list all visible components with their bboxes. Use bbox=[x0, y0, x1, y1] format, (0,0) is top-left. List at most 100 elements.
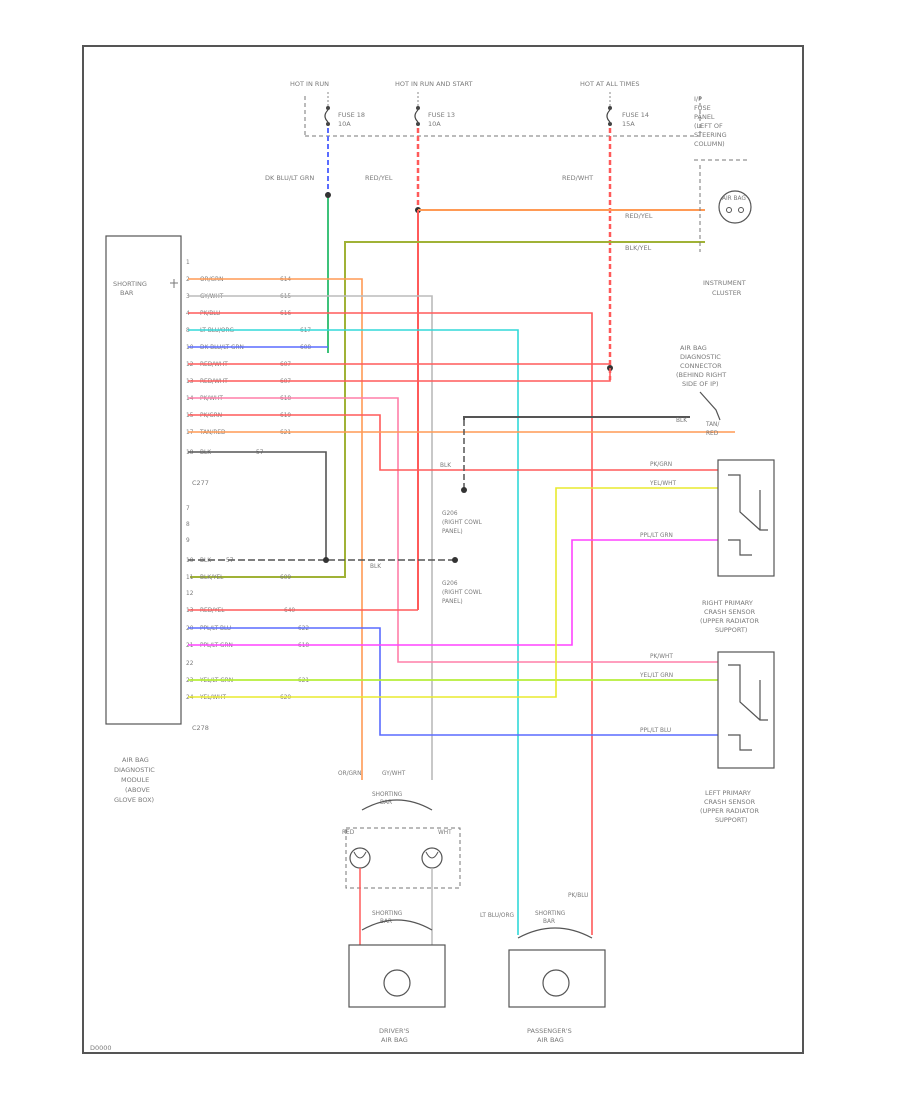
cluster-label-2: CLUSTER bbox=[712, 289, 742, 297]
hot-in-run-label: HOT IN RUN bbox=[290, 80, 329, 88]
svg-text:PPL/LT GRN: PPL/LT GRN bbox=[200, 643, 233, 649]
connector-label-4: (BEHIND RIGHT bbox=[676, 371, 726, 379]
pin2-row-8: 20 PPL/LT BLU 622 bbox=[186, 626, 718, 736]
connector-c277-label: C277 bbox=[192, 479, 209, 487]
svg-text:LT BLU/ORG: LT BLU/ORG bbox=[480, 913, 515, 919]
svg-text:PK/GRN: PK/GRN bbox=[200, 413, 222, 419]
svg-text:BAR: BAR bbox=[380, 919, 392, 925]
module-shorting-bar-icon bbox=[170, 279, 178, 288]
svg-text:22: 22 bbox=[186, 661, 194, 667]
svg-text:619: 619 bbox=[280, 413, 291, 419]
svg-text:PK/BLU: PK/BLU bbox=[200, 311, 220, 317]
pin-row-3: 3 GY/WHT 615 bbox=[186, 294, 433, 780]
ground-1-label-1: G206 bbox=[442, 511, 458, 517]
connector-wire-tan: TAN/ bbox=[705, 422, 719, 428]
clockspring: OR/GRN GY/WHT SHORTING BAR RED WHT bbox=[338, 771, 461, 945]
pin2-row-3: 9 bbox=[186, 538, 190, 544]
svg-text:GY/WHT: GY/WHT bbox=[382, 771, 406, 777]
svg-text:RED: RED bbox=[342, 830, 355, 836]
svg-text:YEL/LT GRN: YEL/LT GRN bbox=[199, 678, 233, 684]
svg-text:YEL/LT GRN: YEL/LT GRN bbox=[639, 673, 673, 679]
wire-label-red-yel-top: RED/YEL bbox=[365, 174, 393, 182]
svg-text:GY/WHT: GY/WHT bbox=[200, 294, 224, 300]
wire-label-red-yel-cluster: RED/YEL bbox=[625, 212, 653, 220]
svg-text:AIR BAG: AIR BAG bbox=[537, 1036, 564, 1044]
svg-text:3: 3 bbox=[186, 294, 190, 300]
pin-row-8: 13 RED/WHT 607 bbox=[186, 368, 611, 385]
svg-text:57: 57 bbox=[226, 558, 234, 564]
svg-text:2: 2 bbox=[186, 277, 190, 283]
left-crash-sensor: PK/WHT YEL/LT GRN PPL/LT BLU LEFT PRIMAR… bbox=[639, 651, 775, 824]
fuse13-icon bbox=[414, 106, 420, 126]
connector-label-3: CONNECTOR bbox=[680, 362, 722, 370]
svg-text:12: 12 bbox=[186, 591, 194, 597]
right-crash-sensor: PK/GRN YEL/WHT PPL/LT GRN RIGHT PRIMARY … bbox=[640, 459, 775, 634]
pin2-row-5: 11 BLK/YEL 609 bbox=[186, 575, 291, 581]
pin-row-11: 17 TAN/RED 621 bbox=[186, 430, 735, 436]
module-label-4: (ABOVE bbox=[125, 786, 150, 794]
connector-c278-label: C278 bbox=[192, 724, 209, 732]
svg-text:57: 57 bbox=[256, 450, 264, 456]
shorting-bar-label-2: BAR bbox=[120, 289, 134, 297]
svg-text:RIGHT PRIMARY: RIGHT PRIMARY bbox=[702, 599, 753, 607]
wire-label-dk-blu-lt-grn: DK BLU/LT GRN bbox=[265, 174, 314, 182]
svg-text:14: 14 bbox=[186, 396, 194, 402]
fuse-panel-label-1: I/P bbox=[694, 95, 702, 103]
svg-text:617: 617 bbox=[300, 328, 311, 334]
svg-text:10: 10 bbox=[186, 345, 194, 351]
pin2-row-7: 13 RED/YEL 640 bbox=[186, 608, 418, 614]
svg-text:607: 607 bbox=[280, 379, 291, 385]
svg-text:622: 622 bbox=[298, 626, 309, 632]
ground-wire-blk-1: BLK bbox=[440, 463, 451, 469]
svg-text:PK/BLU: PK/BLU bbox=[568, 893, 588, 899]
svg-text:SUPPORT): SUPPORT) bbox=[715, 816, 747, 824]
svg-text:8: 8 bbox=[186, 522, 190, 528]
svg-text:BLK: BLK bbox=[200, 450, 211, 456]
pin-row-9: 14 PK/WHT 618 bbox=[186, 396, 718, 663]
fuse18-icon bbox=[324, 106, 330, 126]
connector-label-5: SIDE OF IP) bbox=[682, 380, 719, 388]
ground-wire-blk-2: BLK bbox=[370, 564, 381, 570]
svg-text:24: 24 bbox=[186, 695, 194, 701]
splice-dot bbox=[325, 192, 331, 198]
hot-at-all-times-label: HOT AT ALL TIMES bbox=[580, 80, 640, 88]
pin2-row-6: 12 bbox=[186, 591, 194, 597]
pin-row-10: 15 PK/GRN 619 bbox=[186, 413, 718, 471]
svg-text:23: 23 bbox=[186, 678, 194, 684]
pin2-row-2: 8 bbox=[186, 522, 190, 528]
svg-text:WHT: WHT bbox=[438, 830, 452, 836]
svg-text:17: 17 bbox=[186, 430, 194, 436]
fuse-panel: HOT IN RUN HOT IN RUN AND START HOT AT A… bbox=[290, 80, 750, 161]
wire-label-red-wht-top: RED/WHT bbox=[562, 174, 593, 182]
svg-text:4: 4 bbox=[186, 311, 190, 317]
pin-row-2: 2 OR/GRN 614 bbox=[186, 277, 363, 780]
driver-air-bag: SHORTING BAR DRIVER'S AIR BAG bbox=[348, 911, 446, 1044]
fuse-panel-label-6: COLUMN) bbox=[694, 140, 725, 148]
svg-text:OR/GRN: OR/GRN bbox=[200, 277, 223, 283]
svg-text:11: 11 bbox=[186, 575, 194, 581]
svg-text:609: 609 bbox=[280, 575, 291, 581]
air-bag-lamp-icon bbox=[718, 190, 752, 224]
pin-row-5: 8 LT BLU/ORG 617 bbox=[186, 328, 519, 935]
connector-wire-red: RED bbox=[706, 431, 719, 437]
connector-label-2: DIAGNOSTIC bbox=[680, 353, 721, 361]
fuse14-label: FUSE 14 bbox=[622, 111, 649, 119]
svg-text:SHORTING: SHORTING bbox=[372, 911, 403, 917]
ground-2-label-1: G206 bbox=[442, 581, 458, 587]
svg-text:YEL/WHT: YEL/WHT bbox=[649, 481, 676, 487]
svg-text:618: 618 bbox=[298, 643, 309, 649]
svg-text:1: 1 bbox=[186, 260, 190, 266]
module-label-3: MODULE bbox=[121, 776, 149, 784]
diagram-frame bbox=[82, 45, 804, 1054]
fuse18-rating: 10A bbox=[338, 120, 351, 128]
pin-row-12: 18 BLK 57 bbox=[186, 450, 327, 560]
pin-row-4: 4 PK/BLU 616 bbox=[186, 311, 593, 935]
svg-text:621: 621 bbox=[298, 678, 309, 684]
fuse14-icon bbox=[606, 106, 612, 126]
svg-text:607: 607 bbox=[280, 362, 291, 368]
diagnostic-connector: AIR BAG DIAGNOSTIC CONNECTOR (BEHIND RIG… bbox=[323, 344, 726, 605]
pin-row-1: 1 bbox=[186, 260, 190, 266]
wire-blk-yel-cluster bbox=[190, 241, 705, 578]
svg-text:DK BLU/LT GRN: DK BLU/LT GRN bbox=[200, 345, 244, 351]
